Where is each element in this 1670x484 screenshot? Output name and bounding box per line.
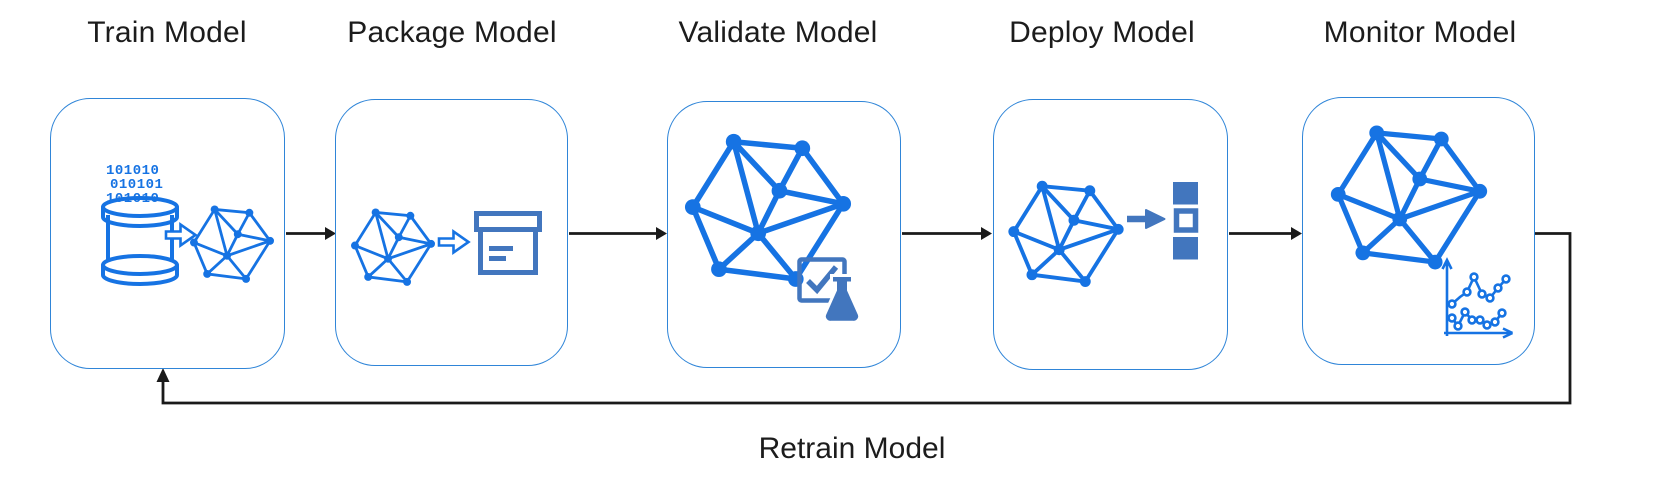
stage-title-package: Package Model <box>347 16 557 49</box>
stage-title-monitor: Monitor Model <box>1323 16 1517 49</box>
feedback-label: Retrain Model <box>758 432 946 465</box>
package-box-icon <box>474 211 542 275</box>
svg-text:101010: 101010 <box>106 163 159 179</box>
stage-title-validate: Validate Model <box>678 16 878 49</box>
svg-text:010101: 010101 <box>110 177 163 193</box>
stage-title-train: Train Model <box>87 16 247 49</box>
stage-box-validate <box>667 101 901 368</box>
deploy-arrow-icon <box>1127 209 1166 229</box>
stage-box-package <box>335 99 568 366</box>
stage-title-deploy: Deploy Model <box>1009 16 1195 49</box>
checkmark-icon <box>806 265 839 295</box>
hollow-arrow-icon <box>164 222 198 248</box>
flow-arrow-package-to-validate <box>569 227 667 240</box>
hollow-arrow-icon <box>437 229 471 255</box>
model-network-icon <box>350 205 436 291</box>
flow-arrow-deploy-to-monitor <box>1229 227 1302 240</box>
feedback-arrow <box>156 232 1572 405</box>
check-flask-icon <box>797 257 862 324</box>
monitor-chart-icon <box>1441 257 1514 339</box>
stage-box-monitor <box>1302 97 1535 365</box>
model-network-icon <box>1007 176 1125 294</box>
deploy-stack-icon <box>1173 182 1199 260</box>
flow-arrow-validate-to-deploy <box>902 227 992 240</box>
flow-arrow-train-to-package <box>286 227 336 240</box>
flask-icon <box>822 274 862 324</box>
binary-database-icon: 101010 010101 101010 <box>101 163 179 286</box>
model-network-icon <box>189 202 275 288</box>
stage-box-train: 101010 010101 101010 <box>50 98 285 369</box>
stage-box-deploy <box>993 99 1228 370</box>
